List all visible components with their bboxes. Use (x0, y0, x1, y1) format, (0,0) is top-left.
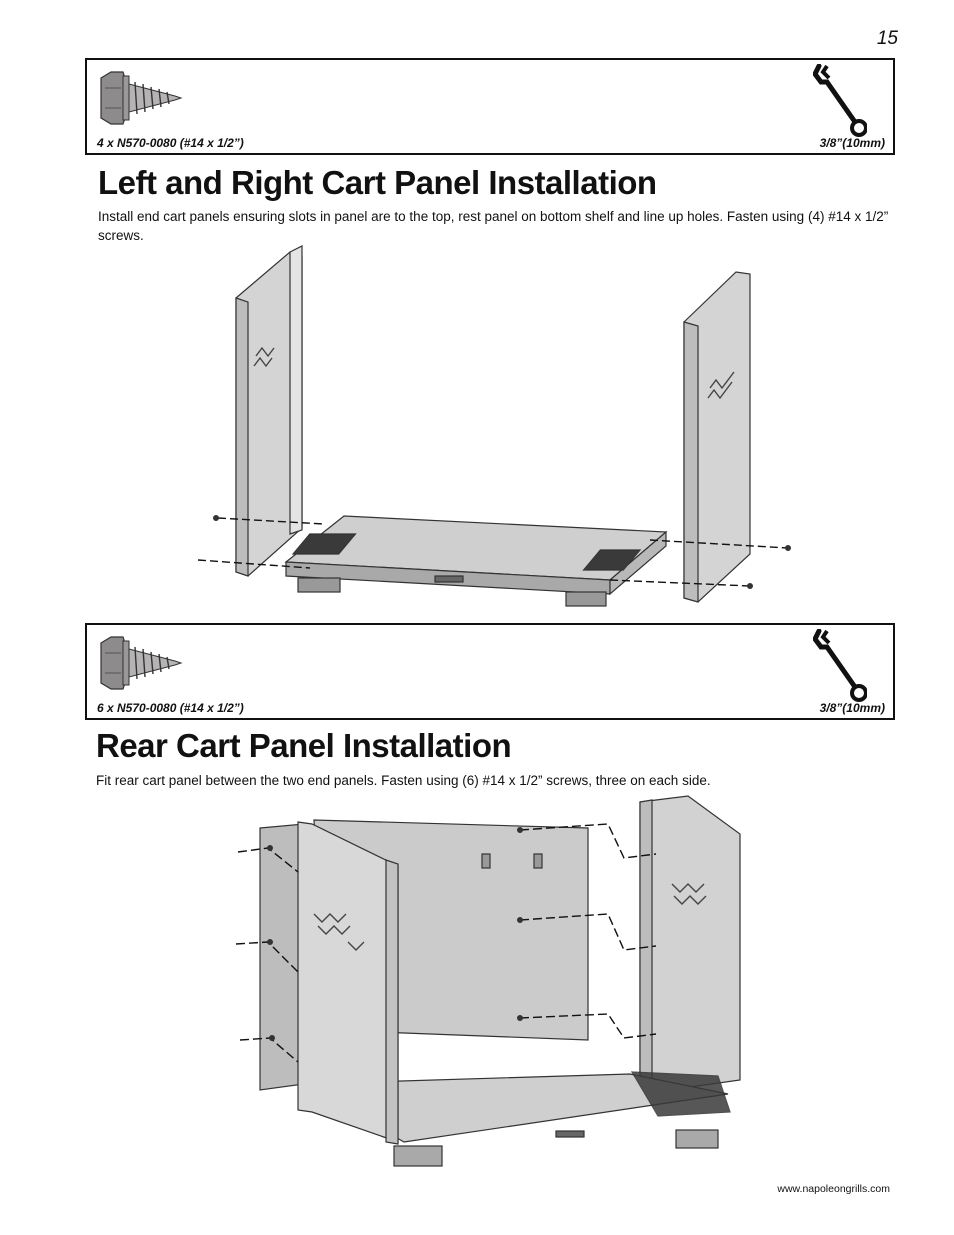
tool-size-label: 3/8”(10mm) (819, 701, 885, 715)
instructions-step1: Install end cart panels ensuring slots i… (98, 209, 889, 243)
parts-quantity-label: 6 x N570-0080 (#14 x 1/2”) (97, 701, 244, 715)
instructions-step2: Fit rear cart panel between the two end … (96, 773, 711, 788)
screw-icon (100, 636, 183, 690)
parts-box-step1: 4 x N570-0080 (#14 x 1/2”) 3/8”(10mm) (85, 58, 895, 155)
parts-box-step2: 6 x N570-0080 (#14 x 1/2”) 3/8”(10mm) (85, 623, 895, 720)
parts-quantity-label: 4 x N570-0080 (#14 x 1/2”) (97, 136, 244, 150)
bottom-shelf (301, 1071, 731, 1167)
left-end-panel (259, 823, 305, 1091)
section-title-step1: Left and Right Cart Panel Installation (98, 164, 657, 201)
front-left-end-panel (297, 821, 399, 1145)
wrench-icon (813, 64, 867, 137)
tool-size-label: 3/8”(10mm) (819, 136, 885, 150)
section-title-step2: Rear Cart Panel Installation (96, 727, 512, 764)
page-number: 15 (876, 28, 898, 49)
screw-icon (100, 71, 183, 125)
footer-website: www.napoleongrills.com (777, 1183, 890, 1195)
right-end-panel (639, 795, 741, 1095)
bottom-shelf (284, 515, 668, 607)
right-end-panel (683, 271, 751, 603)
end-panel-installation-diagram (197, 245, 791, 607)
rear-panel-installation-diagram (235, 795, 741, 1167)
wrench-icon (813, 629, 867, 702)
left-end-panel (235, 245, 303, 577)
